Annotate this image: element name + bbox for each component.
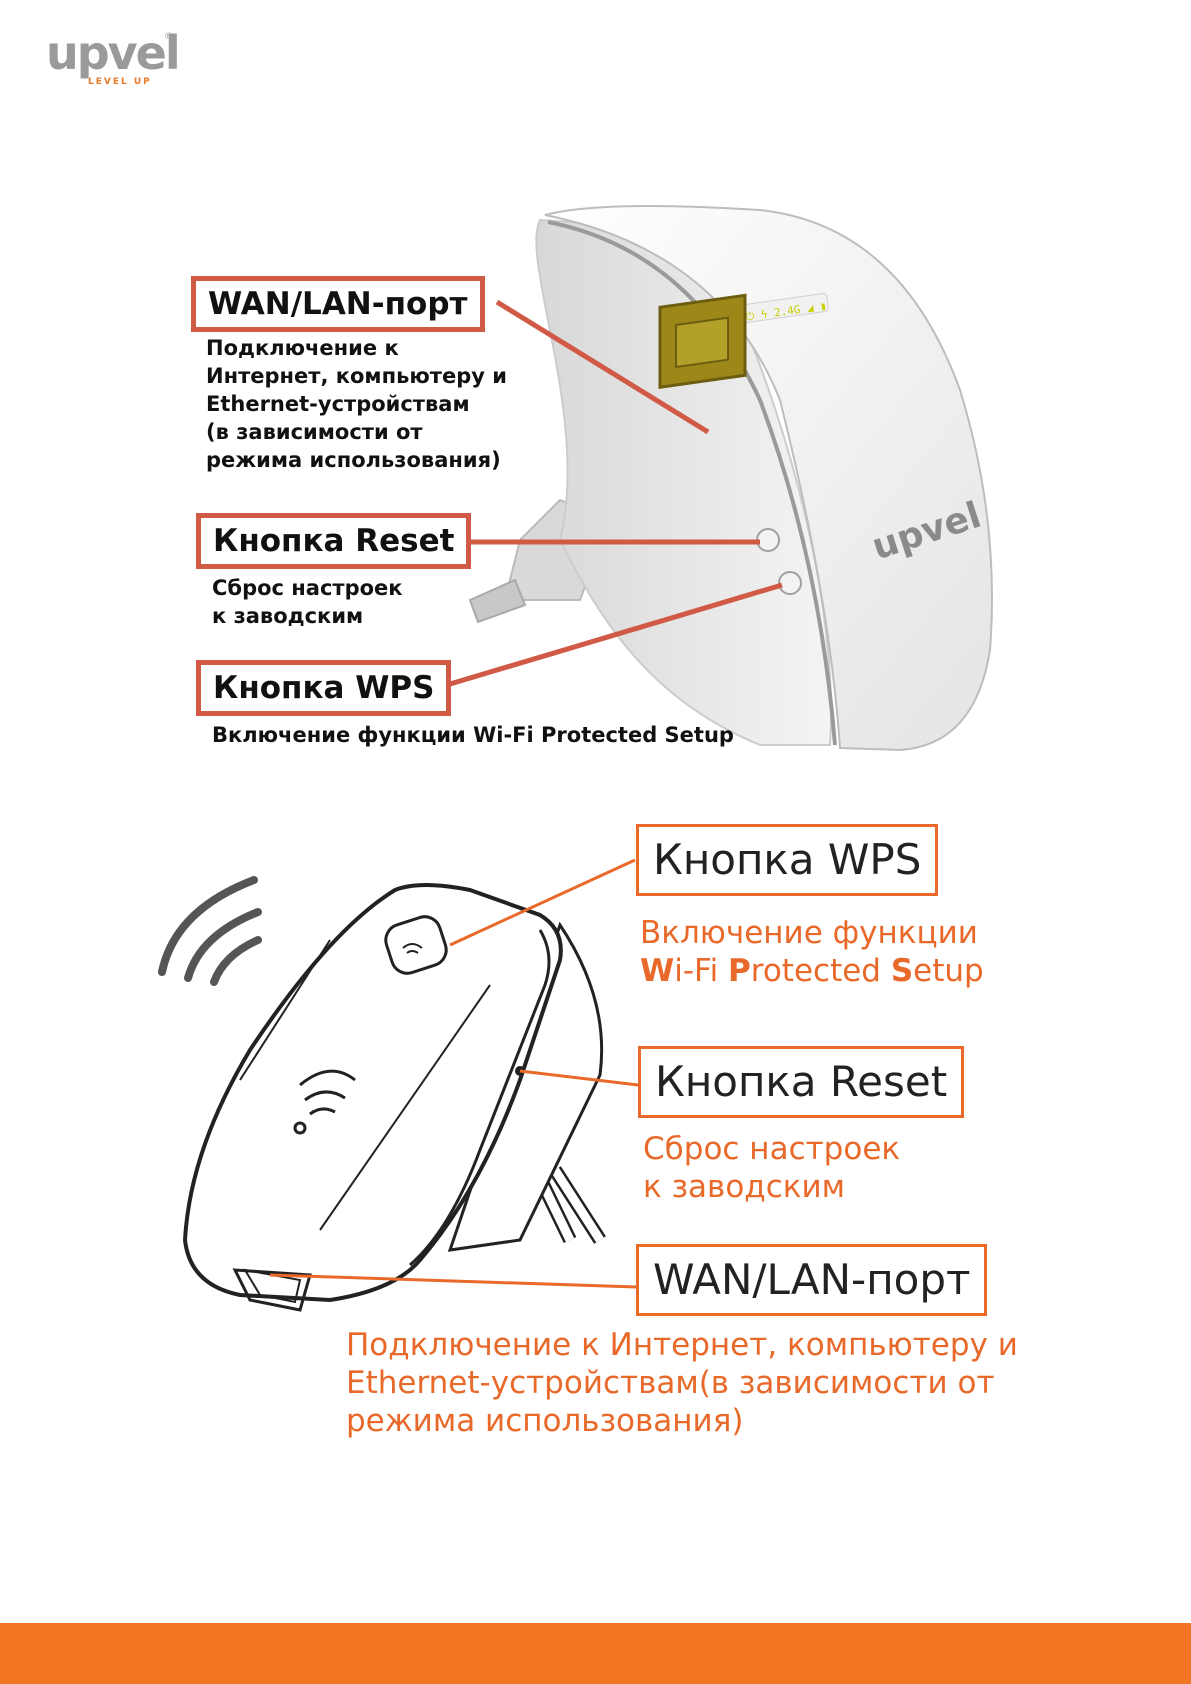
registered-mark: ® [164, 32, 173, 42]
label-reset-button-sketch: Кнопка Reset [638, 1046, 965, 1118]
connector-wps-photo [439, 582, 783, 690]
desc-wps-button-sketch: Включение функции Wi-Fi Protected Setup [640, 915, 984, 989]
label-wan-lan-port-photo: WAN/LAN-порт [191, 276, 485, 332]
logo-wordmark: upvel [46, 26, 181, 80]
sketch-wifi-waves [158, 876, 262, 986]
connector-wan-sketch [269, 1273, 637, 1289]
desc-reset-button-sketch: Сброс настроек к заводским [643, 1131, 901, 1205]
desc-wps-button-photo: Включение функции Wi-Fi Protected Setup [212, 723, 734, 747]
connector-reset-sketch [519, 1069, 639, 1087]
label-wan-lan-port-sketch: WAN/LAN-порт [636, 1244, 988, 1316]
sketch-repeater [182, 883, 606, 1312]
photo-ethernet-port [658, 293, 747, 389]
photo-reset-button [756, 528, 780, 552]
label-reset-button-photo: Кнопка Reset [196, 513, 472, 569]
photo-front-face [544, 205, 993, 752]
upvel-logo: upvel ® LEVEL UP [46, 30, 186, 90]
footer-band [0, 1623, 1191, 1684]
connector-wan-photo [495, 299, 710, 435]
photo-side-shell [535, 218, 833, 746]
desc-wan-lan-port-photo: Подключение к Интернет, компьютеру и Eth… [206, 336, 507, 472]
photo-wps-button [778, 571, 802, 595]
label-wps-button-photo: Кнопка WPS [196, 660, 452, 716]
label-wps-button-sketch: Кнопка WPS [636, 824, 939, 896]
connector-wps-sketch [449, 858, 636, 947]
sketch-wps-button-icon [402, 943, 423, 954]
desc-reset-button-photo: Сброс настроек к заводским [212, 576, 403, 628]
desc-wan-lan-port-sketch: Подключение к Интернет, компьютеру и Eth… [346, 1327, 1018, 1439]
photo-repeater: ⏻ ϟ 2.4G ◢ ▮ upvel [468, 205, 993, 752]
logo-tagline: LEVEL UP [88, 77, 152, 87]
